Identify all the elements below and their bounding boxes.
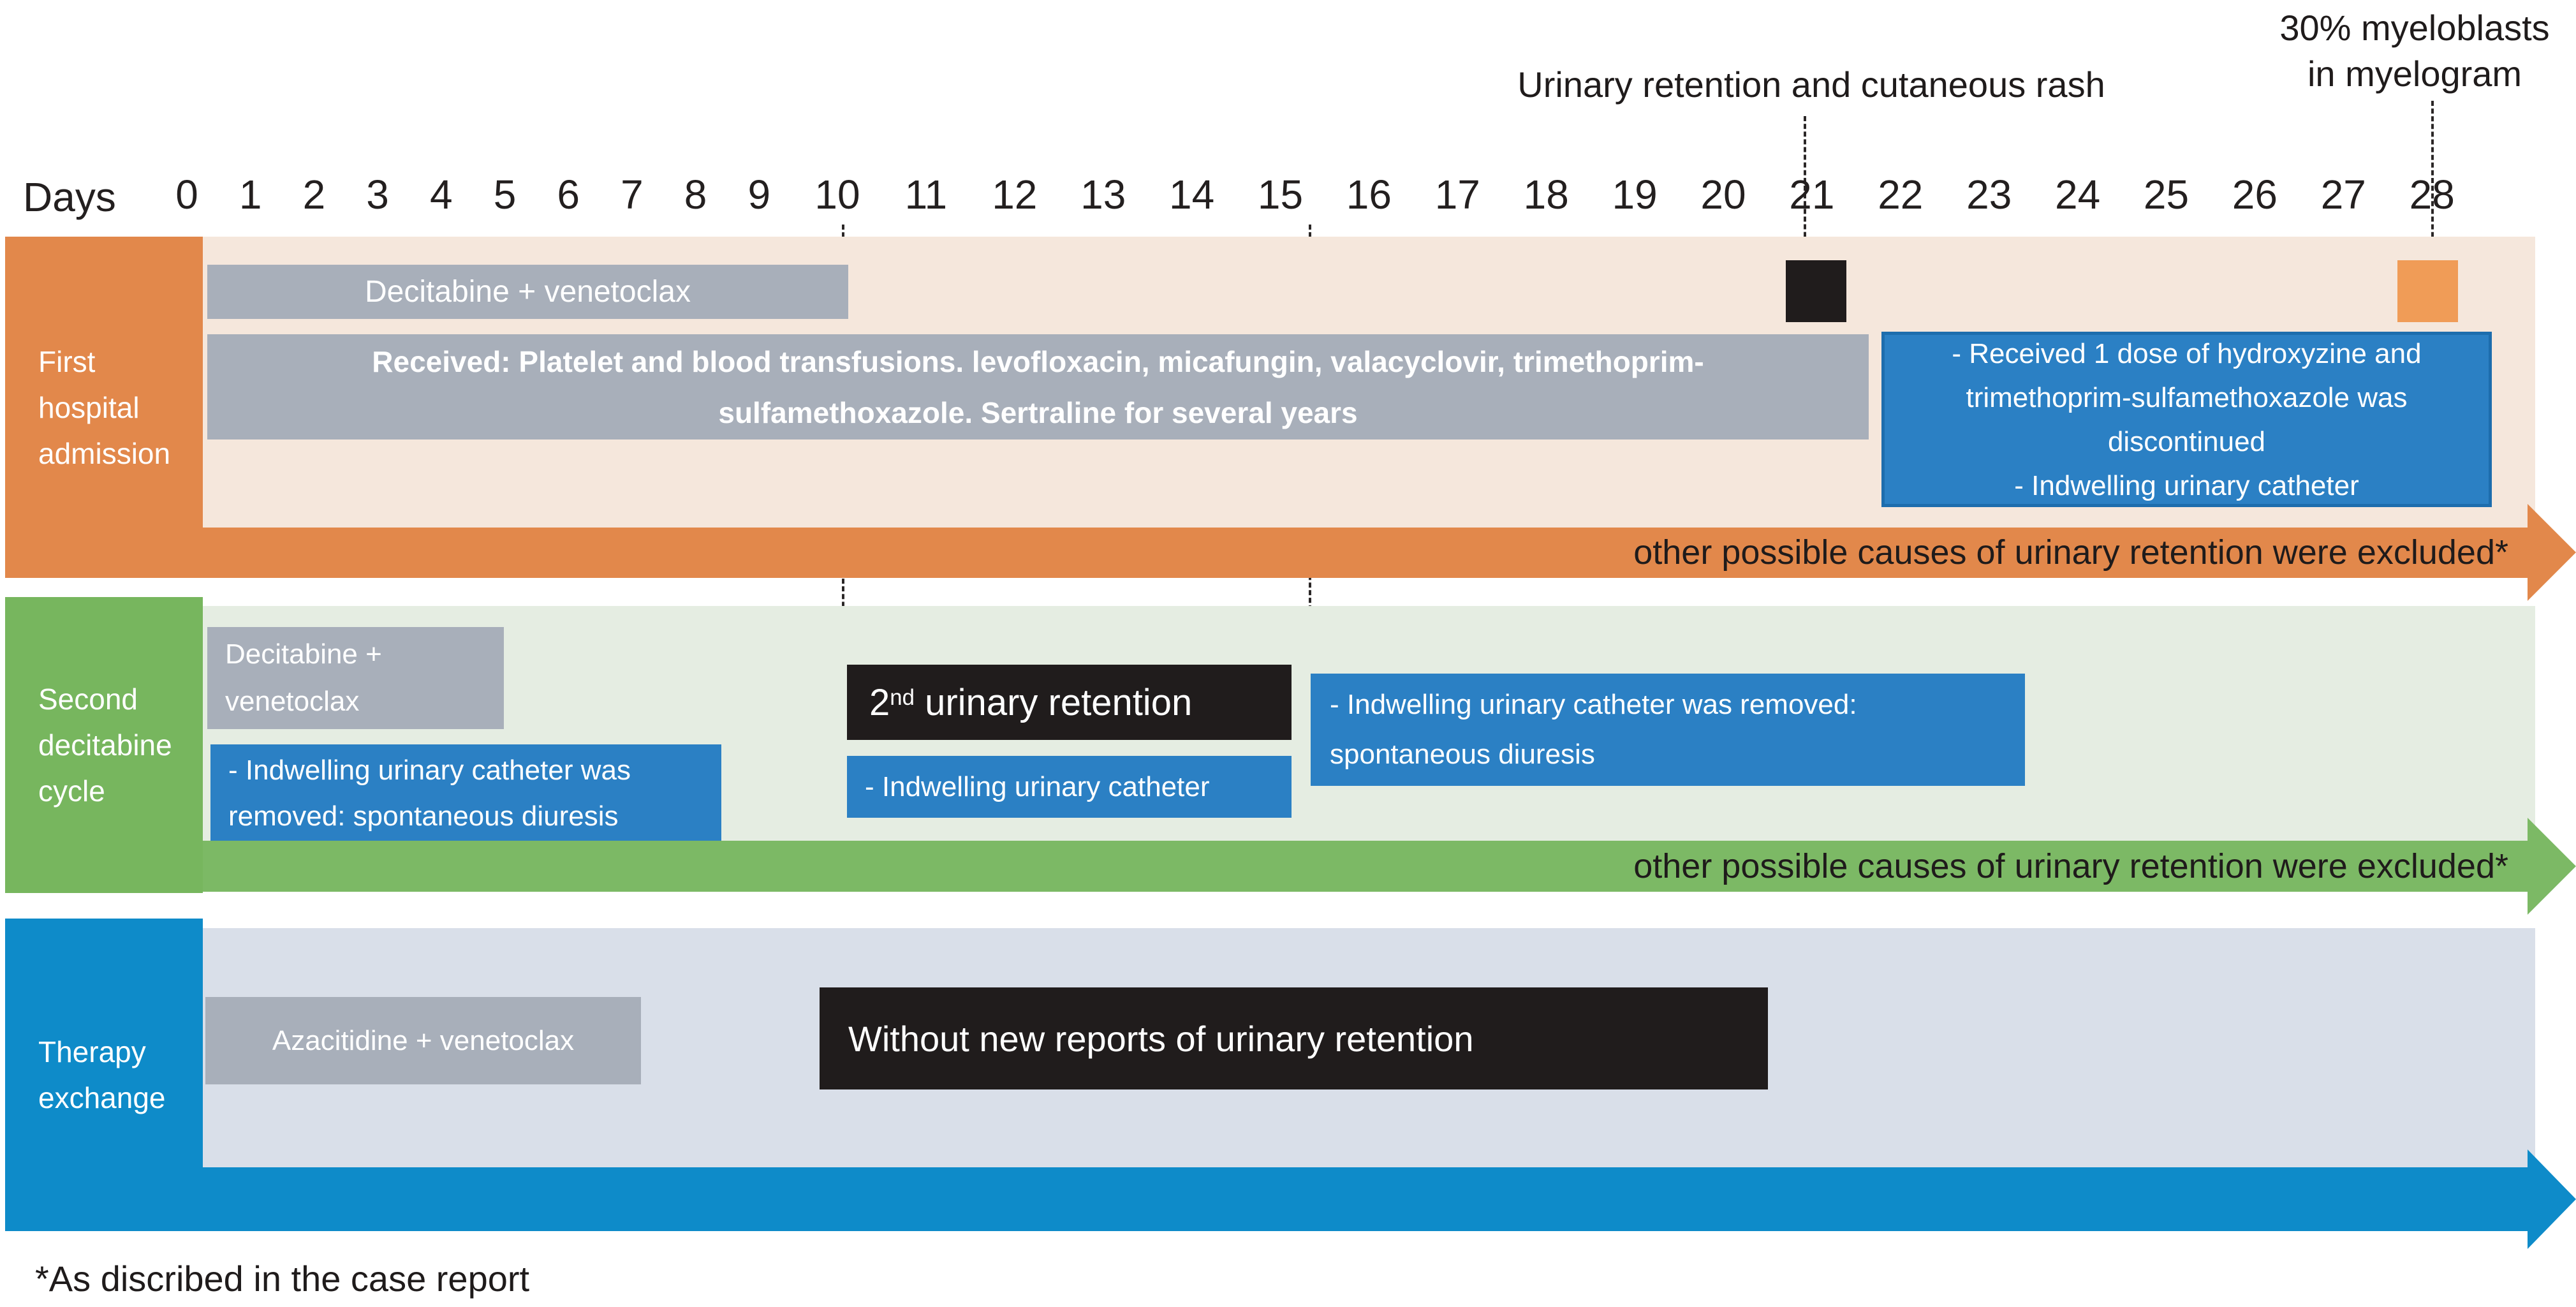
row3-label-text: Therapy exchange — [38, 1035, 166, 1114]
row1-received-box: Received: Platelet and blood transfusion… — [207, 334, 1869, 439]
row3-azacitidine-label: Azacitidine + venetoclax — [272, 1024, 575, 1056]
day-label-16: 16 — [1346, 172, 1392, 218]
day-label-26: 26 — [2232, 172, 2278, 218]
row1-arrow-band — [203, 528, 2528, 578]
day-label-22: 22 — [1878, 172, 1924, 218]
row2-arrow-band — [203, 841, 2528, 892]
dashed-line-day21 — [1804, 116, 1806, 260]
row1-label-text: First hospital admission — [38, 344, 171, 470]
annotation-urinary-retention-rash: Urinary retention and cutaneous rash — [1517, 64, 2105, 105]
day-label-1: 1 — [239, 172, 262, 218]
day-label-6: 6 — [557, 172, 580, 218]
day-label-17: 17 — [1434, 172, 1480, 218]
day-label-27: 27 — [2320, 172, 2366, 218]
row2-catheter-removed-box: - Indwelling urinary catheter was remove… — [210, 744, 721, 842]
row1-event-square-day28 — [2397, 260, 2458, 322]
day-label-12: 12 — [992, 172, 1038, 218]
row1-decitabine-venetoclax-bar: Decitabine + venetoclax — [207, 265, 848, 319]
day-label-7: 7 — [621, 172, 644, 218]
day-label-28: 28 — [2409, 172, 2455, 218]
row3-arrow-band — [203, 1167, 2528, 1231]
day-label-21: 21 — [1789, 172, 1835, 218]
day-label-24: 24 — [2055, 172, 2101, 218]
day-label-0: 0 — [175, 172, 198, 218]
row2-label: Second decitabine cycle — [5, 597, 203, 893]
dashed-line-day28 — [2431, 101, 2434, 260]
footnote: *As discribed in the case report — [35, 1259, 530, 1299]
row2-arrow-head — [2528, 818, 2576, 915]
row2-decitabine-venetoclax-box: Decitabine + venetoclax — [207, 627, 504, 729]
day-label-23: 23 — [1966, 172, 2012, 218]
day-label-25: 25 — [2143, 172, 2190, 218]
row1-label: First hospital admission — [5, 237, 203, 578]
day-label-14: 14 — [1169, 172, 1215, 218]
row1-decitabine-venetoclax-label: Decitabine + venetoclax — [365, 275, 691, 309]
row3-azacitidine-box: Azacitidine + venetoclax — [205, 997, 641, 1084]
row1-event-square-day21 — [1786, 260, 1846, 322]
row3-arrow-head — [2528, 1149, 2576, 1249]
day-label-5: 5 — [493, 172, 517, 218]
day-label-4: 4 — [430, 172, 453, 218]
day-label-3: 3 — [366, 172, 389, 218]
day-label-18: 18 — [1523, 172, 1569, 218]
row2-second-retention-box: 2nd urinary retention — [847, 665, 1292, 740]
day-label-8: 8 — [684, 172, 707, 218]
row3-outcome-box: Without new reports of urinary retention — [820, 987, 1768, 1089]
row1-arrow-text: other possible causes of urinary retenti… — [1633, 533, 2508, 572]
row2-catheter-box: - Indwelling urinary catheter — [847, 756, 1292, 818]
row2-second-retention-text: 2nd urinary retention — [869, 681, 1193, 723]
row1-management-box: - Received 1 dose of hydroxyzine and tri… — [1881, 332, 2492, 507]
day-label-19: 19 — [1612, 172, 1658, 218]
annotation-myeloblasts: 30% myeloblasts in myelogram — [2279, 8, 2550, 94]
day-label-9: 9 — [747, 172, 771, 218]
row3-label: Therapy exchange — [5, 919, 203, 1231]
day-label-20: 20 — [1700, 172, 1746, 218]
row2-catheter-removed-box2: - Indwelling urinary catheter was remove… — [1311, 674, 2025, 786]
day-label-11: 11 — [904, 172, 948, 218]
day-label-15: 15 — [1257, 172, 1304, 218]
axis-days-label: Days — [23, 174, 116, 220]
row2-label-text: Second decitabine cycle — [38, 683, 172, 808]
row2-arrow-text: other possible causes of urinary retenti… — [1633, 847, 2508, 885]
day-label-10: 10 — [814, 172, 860, 218]
row3-outcome-text: Without new reports of urinary retention — [848, 1018, 1474, 1059]
row2-catheter-text: - Indwelling urinary catheter — [865, 771, 1210, 802]
day-label-2: 2 — [302, 172, 326, 218]
row1-arrow-head — [2528, 504, 2576, 601]
day-label-13: 13 — [1080, 172, 1126, 218]
